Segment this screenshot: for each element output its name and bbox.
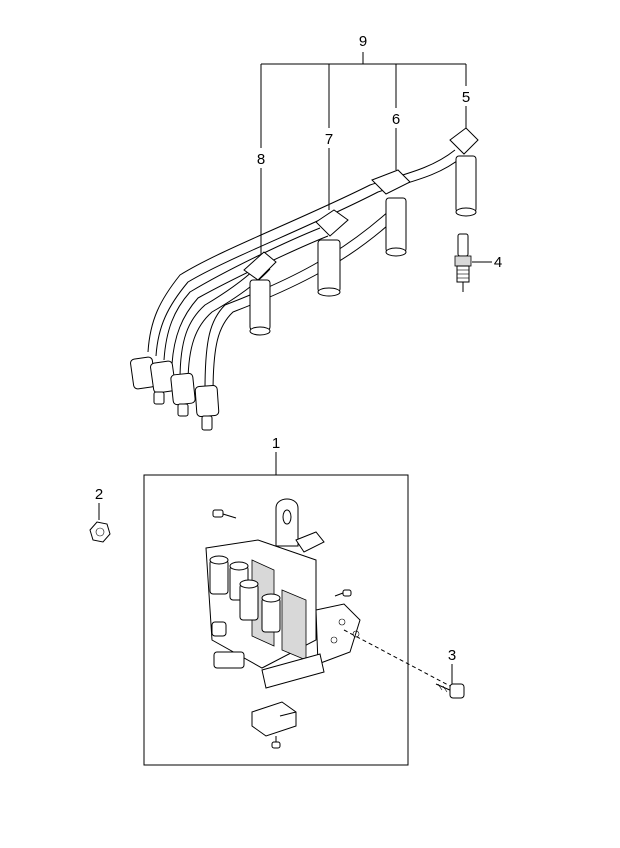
callout-5: 5 — [462, 89, 470, 106]
callout-8: 8 — [257, 151, 265, 168]
cable-set-bracket — [260, 52, 467, 148]
callout-9: 9 — [359, 33, 367, 50]
ignition-coil-assembly-box — [143, 452, 409, 766]
callout-6: 6 — [392, 111, 400, 128]
callout-7: 7 — [325, 131, 333, 148]
callout-2: 2 — [95, 486, 103, 503]
spark-plug — [454, 233, 492, 292]
callout-1: 1 — [272, 435, 280, 452]
ignition-coil — [205, 498, 361, 749]
callout-4: 4 — [494, 254, 502, 271]
callout-3: 3 — [448, 647, 456, 664]
bolt — [343, 629, 465, 699]
spark-plug-cable-set — [130, 127, 479, 431]
plug-boot-3 — [371, 169, 411, 257]
plug-boot-4 — [449, 127, 479, 217]
plug-boot-2 — [315, 209, 349, 297]
plug-boot-1 — [243, 251, 277, 336]
nut — [89, 503, 111, 543]
coil-boot — [130, 356, 220, 431]
bolt-icon — [212, 509, 237, 519]
